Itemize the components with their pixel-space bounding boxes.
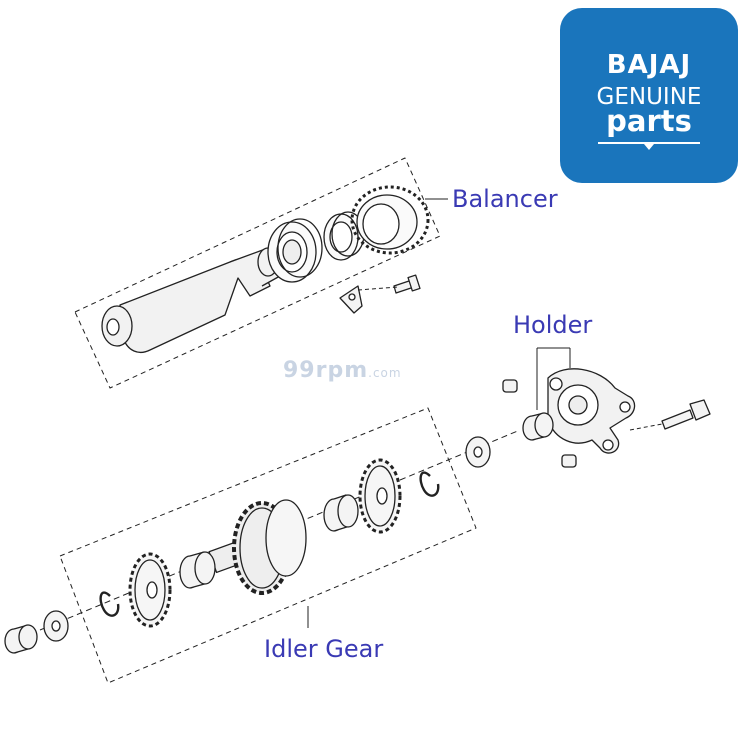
balancer-bearing [267, 218, 323, 283]
balancer-lock-plate [339, 285, 363, 314]
holder-leader [536, 347, 571, 410]
idler-collar-left [179, 551, 216, 589]
idler-gear-label: Idler Gear [264, 635, 384, 663]
holder-bolt [661, 399, 711, 430]
holder-needle-bearing [522, 412, 554, 441]
idler-circlip-left [99, 591, 120, 617]
balancer-label: Balancer [452, 185, 558, 213]
holder-axis-line [629, 423, 663, 431]
idler-main-gear [208, 499, 307, 595]
logo-tick [644, 144, 654, 150]
idler-sprocket-right [358, 458, 402, 534]
idler-thrust-washer-right [465, 436, 491, 468]
balancer-group-box [74, 157, 441, 389]
holder-housing [547, 368, 636, 454]
logo-brand: BAJAJ [606, 50, 692, 80]
watermark-main: 99rpm [283, 358, 369, 383]
idler-thrust-washer-left [43, 610, 69, 642]
watermark: 99rpm.com [283, 358, 402, 383]
balancer-gear [350, 185, 430, 255]
balancer-collar [323, 211, 365, 261]
logo-genuine: GENUINE [596, 84, 702, 110]
balancer-shaft [101, 247, 281, 354]
logo-parts: parts [606, 104, 692, 138]
watermark-suffix: .com [368, 366, 402, 380]
balancer-axis-line [357, 286, 399, 291]
idler-needle-bearing-left [4, 624, 38, 654]
idler-collar-right [323, 494, 359, 532]
idler-sprocket-left [128, 552, 172, 628]
logo-underline [598, 142, 700, 144]
holder-label: Holder [513, 311, 593, 339]
holder-dowel-pins [502, 379, 577, 468]
balancer-bolt [393, 274, 421, 294]
idler-circlip-right [419, 471, 440, 497]
bajaj-genuine-parts-logo: BAJAJ GENUINE parts [560, 8, 738, 183]
idler-gear-group-box [59, 407, 477, 684]
